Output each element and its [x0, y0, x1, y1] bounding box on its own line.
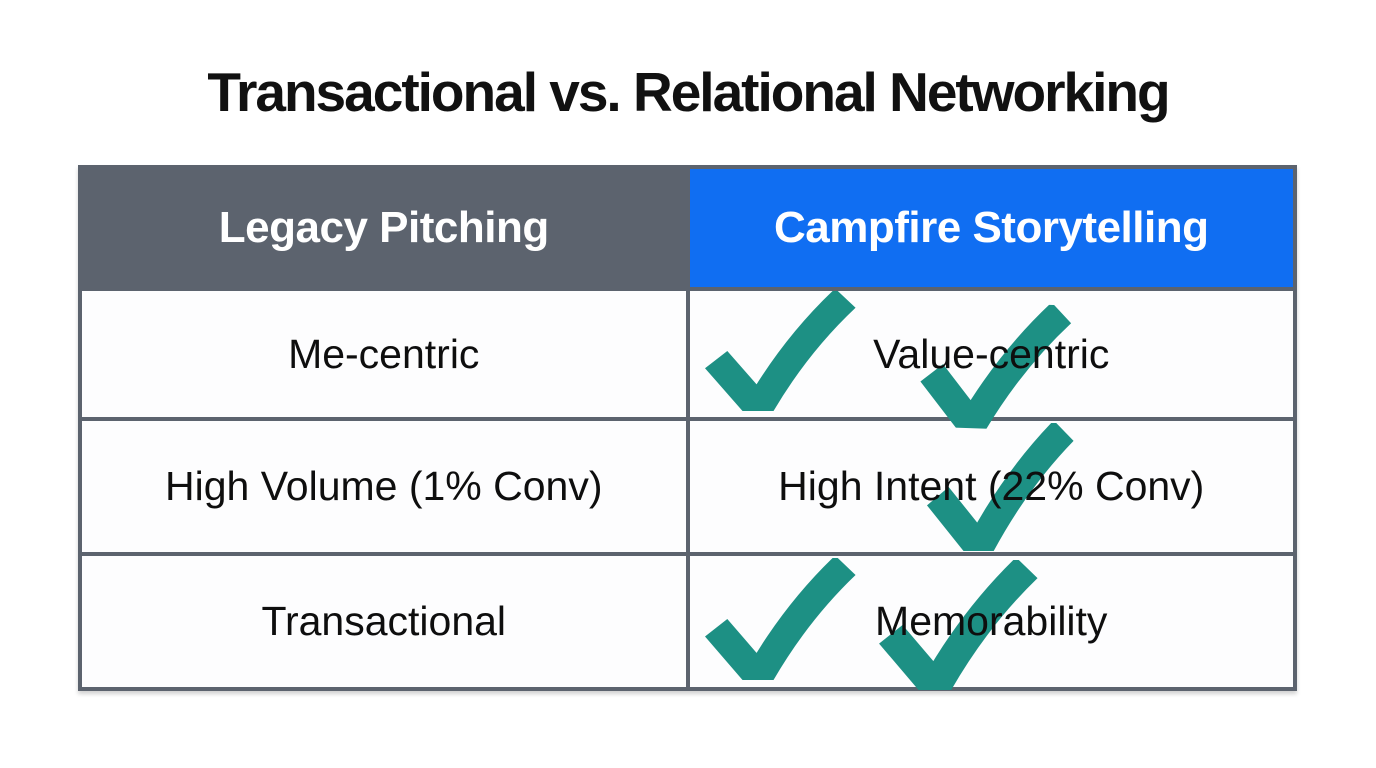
checkmark-icon [917, 300, 1071, 432]
cell-campfire-row-2: High Intent (22% Conv) [689, 421, 1293, 552]
cell-text: High Intent (22% Conv) [778, 463, 1205, 509]
header-cell-campfire-storytelling: Campfire Storytelling [689, 169, 1293, 287]
cell-text: High Volume (1% Conv) [164, 463, 603, 509]
cell-legacy-row-1: Me-centric [82, 291, 686, 417]
header-label: Campfire Storytelling [774, 203, 1209, 252]
cell-campfire-row-3: Memorability [689, 556, 1293, 690]
cell-text: Value-centric [873, 330, 1110, 377]
header-label: Legacy Pitching [218, 203, 549, 252]
checkmark-icon [704, 291, 856, 411]
cell-text: Memorability [875, 598, 1108, 644]
comparison-table: Legacy Pitching Campfire Storytelling Me… [78, 165, 1297, 691]
checkmark-icon [926, 423, 1074, 551]
cell-text: Transactional [261, 598, 507, 644]
cell-legacy-row-3: Transactional [82, 556, 686, 687]
checkmark-icon [878, 560, 1038, 690]
cell-text: Me-centric [288, 330, 480, 377]
cell-legacy-row-2: High Volume (1% Conv) [82, 421, 686, 552]
cell-campfire-row-1: Value-centric [689, 291, 1293, 432]
header-cell-legacy-pitching: Legacy Pitching [82, 169, 686, 287]
checkmark-icon [704, 558, 856, 680]
page-title: Transactional vs. Relational Networking [207, 61, 1170, 123]
